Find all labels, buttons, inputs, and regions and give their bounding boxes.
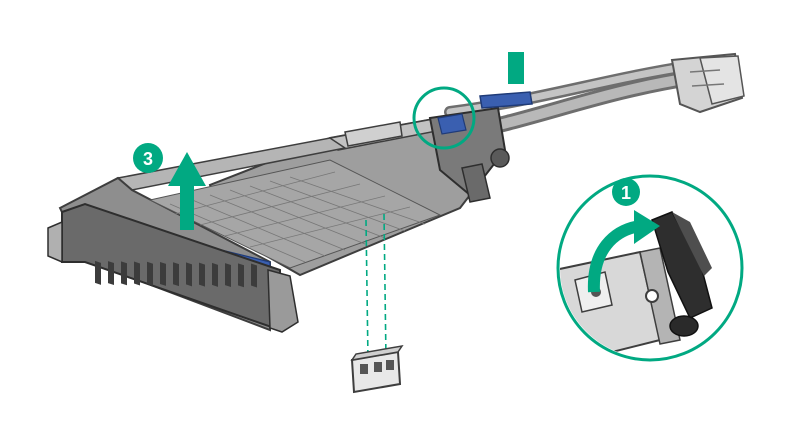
pcb-mesh bbox=[169, 171, 426, 263]
callout-detail bbox=[556, 174, 744, 362]
step-1-badge: 1 bbox=[612, 178, 640, 206]
cable-connector bbox=[670, 52, 745, 114]
curved-arrow-head-icon bbox=[634, 210, 660, 244]
riser-connector bbox=[350, 344, 404, 394]
indicator-bar bbox=[508, 52, 524, 84]
riser-cage bbox=[47, 91, 533, 333]
step-3-label: 3 bbox=[143, 149, 153, 169]
alignment-guides bbox=[365, 213, 387, 361]
step-1-label: 1 bbox=[621, 183, 631, 203]
step-3-badge: 3 bbox=[133, 143, 163, 173]
vent-grid bbox=[95, 260, 257, 288]
curved-arrow-icon bbox=[587, 220, 642, 293]
magnifier-circle-icon bbox=[412, 86, 476, 150]
arrow-up-icon bbox=[168, 152, 206, 230]
